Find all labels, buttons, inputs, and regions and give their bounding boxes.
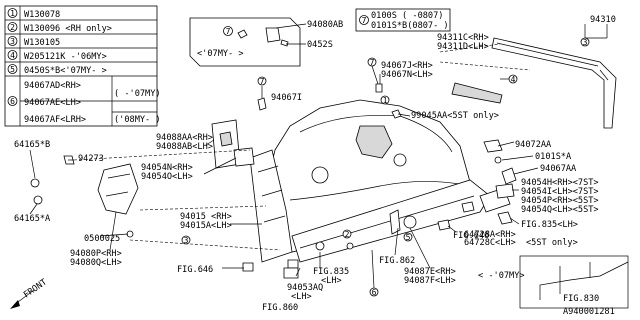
- side-panels: [30, 119, 281, 251]
- callout-7: 7: [362, 16, 367, 25]
- legend-part: 94067AE<LH>: [24, 98, 81, 108]
- front-label: FRONT: [22, 277, 49, 300]
- label-0100S: 0100S ( -0807): [371, 11, 443, 21]
- label-0101S-A: 0101S*A: [535, 152, 572, 162]
- label-94273: 94273: [78, 154, 104, 164]
- callout-7: 7: [370, 58, 375, 67]
- label-94054H: 94054H<RH><7ST>: [521, 178, 599, 188]
- label-0452S: 0452S: [307, 40, 333, 50]
- label-94054O: 94054O<LH>: [141, 172, 193, 182]
- label-94067AA: 94067AA: [540, 164, 577, 174]
- harness-fig830: [519, 255, 629, 309]
- roof-rail-part: 3 4 94310 94311C<RH> 94311D<LH>: [437, 15, 617, 129]
- label-94015: 94015 <RH>: [180, 212, 232, 222]
- label-64728A: 64728A<RH>: [464, 230, 516, 240]
- label-94053AQ-lh: <LH>: [291, 292, 312, 302]
- callout-2: 2: [345, 230, 350, 239]
- legend-date: ('08MY- ): [114, 115, 161, 125]
- label-94054I: 94054I<LH><7ST>: [521, 187, 599, 197]
- label-07my-note: < -'07MY>: [478, 271, 525, 281]
- front-arrow: FRONT: [10, 277, 49, 309]
- label-94080P: 94080P<RH>: [70, 249, 122, 259]
- legend-part: W130105: [24, 38, 60, 48]
- label-94067I: 94067I: [271, 93, 302, 103]
- label-94080Q: 94080Q<LH>: [70, 258, 122, 268]
- legend-row-4: 4 W205121K -'06MY>: [7, 50, 107, 62]
- legend-num: 6: [10, 97, 15, 106]
- label-94072AA: 94072AA: [515, 140, 552, 150]
- label-94311C: 94311C<RH>: [437, 33, 489, 43]
- legend-num: 3: [10, 37, 15, 46]
- legend-date: ( -'07MY): [114, 89, 161, 99]
- label-94088AB: 94088AB<LH>: [156, 142, 213, 152]
- callout-7: 7: [226, 27, 231, 36]
- label-64165B: 64165*B: [14, 140, 50, 150]
- label-94088AA: 94088AA<RH>: [156, 133, 213, 143]
- inset-top-box: 7 0100S ( -0807) 0101S*B(0807- ): [355, 8, 451, 32]
- callout-4: 4: [511, 75, 516, 84]
- label-94053AQ: 94053AQ: [287, 283, 323, 293]
- label-94311D: 94311D<LH>: [437, 42, 489, 52]
- label-94015A: 94015A<LH>: [180, 221, 232, 231]
- label-94087E: 94087E<RH>: [404, 267, 456, 277]
- legend-num: 2: [10, 23, 15, 32]
- legend-row-1: 1 W130078: [7, 8, 60, 20]
- label-fig862: FIG.862: [379, 256, 415, 266]
- label-0101S-B: 0101S*B(0807- ): [371, 21, 449, 31]
- quarter-trim-main: [249, 99, 511, 263]
- label-94054N: 94054N<RH>: [141, 163, 193, 173]
- label-99045AA: 99045AA<5ST only>: [411, 111, 499, 121]
- small-parts: 7 7 1 5 2 3 6: [181, 57, 517, 297]
- label-94054Q: 94054Q<LH><5ST>: [521, 205, 599, 215]
- label-94054P: 94054P<RH><5ST>: [521, 196, 599, 206]
- label-fig835-lh: FIG.835<LH>: [521, 220, 578, 230]
- label-fig835-lh-note: <LH>: [321, 276, 342, 286]
- legend-part: 0450S*B<'07MY- >: [24, 66, 107, 76]
- label-94310: 94310: [590, 15, 616, 25]
- label-94080AB: 94080AB: [307, 20, 343, 30]
- label-64165A: 64165*A: [14, 214, 51, 224]
- legend-row-6: 6 94067AD<RH> 94067AE<LH> 94067AF<LRH> (…: [7, 81, 161, 125]
- label-94067J: 94067J<RH>: [381, 61, 433, 71]
- label-94087F: 94087F<LH>: [404, 276, 456, 286]
- label-0500025: 0500025: [84, 234, 120, 244]
- legend-table: 1 W130078 2 W130096 <RH only> 3 W130105 …: [4, 5, 161, 127]
- inset-date-note: <'07MY- >: [197, 49, 244, 59]
- label-fig646-right: FIG.646: [453, 231, 489, 241]
- callout-5: 5: [406, 233, 411, 242]
- callout-6: 6: [372, 288, 377, 297]
- callout-1: 1: [383, 96, 388, 105]
- legend-num: 4: [10, 51, 15, 60]
- legend-row-3: 3 W130105: [7, 36, 60, 48]
- label-64728C: 64728C<LH>: [464, 238, 516, 248]
- labels: 94067J<RH> 94067N<LH> 99045AA<5ST only> …: [14, 61, 615, 317]
- legend-part: W205121K -'06MY>: [24, 52, 107, 62]
- legend-part: W130078: [24, 10, 60, 20]
- label-94067N: 94067N<LH>: [381, 70, 433, 80]
- legend-part: W130096 <RH only>: [24, 24, 112, 34]
- legend-part: 94067AF<LRH>: [24, 115, 86, 125]
- label-5st-only: <5ST only>: [526, 238, 578, 248]
- leader-lines: [29, 74, 561, 294]
- legend-part: 94067AD<RH>: [24, 81, 81, 91]
- label-fig830: FIG.830: [563, 294, 599, 304]
- callout-3: 3: [583, 38, 588, 47]
- label-diagram-code: A940001281: [563, 307, 615, 317]
- callout-7: 7: [260, 77, 265, 86]
- callout-3: 3: [184, 236, 189, 245]
- label-fig860: FIG.860: [262, 303, 298, 313]
- label-fig835: FIG.835: [313, 267, 349, 277]
- label-fig646-left: FIG.646: [177, 265, 213, 275]
- inset-07my-box: 7 94080AB 0452S <'07MY- >: [189, 17, 343, 67]
- legend-num: 5: [10, 65, 15, 74]
- legend-row-2: 2 W130096 <RH only>: [7, 22, 112, 34]
- legend-row-5: 5 0450S*B<'07MY- >: [7, 64, 107, 76]
- legend-num: 1: [10, 9, 15, 18]
